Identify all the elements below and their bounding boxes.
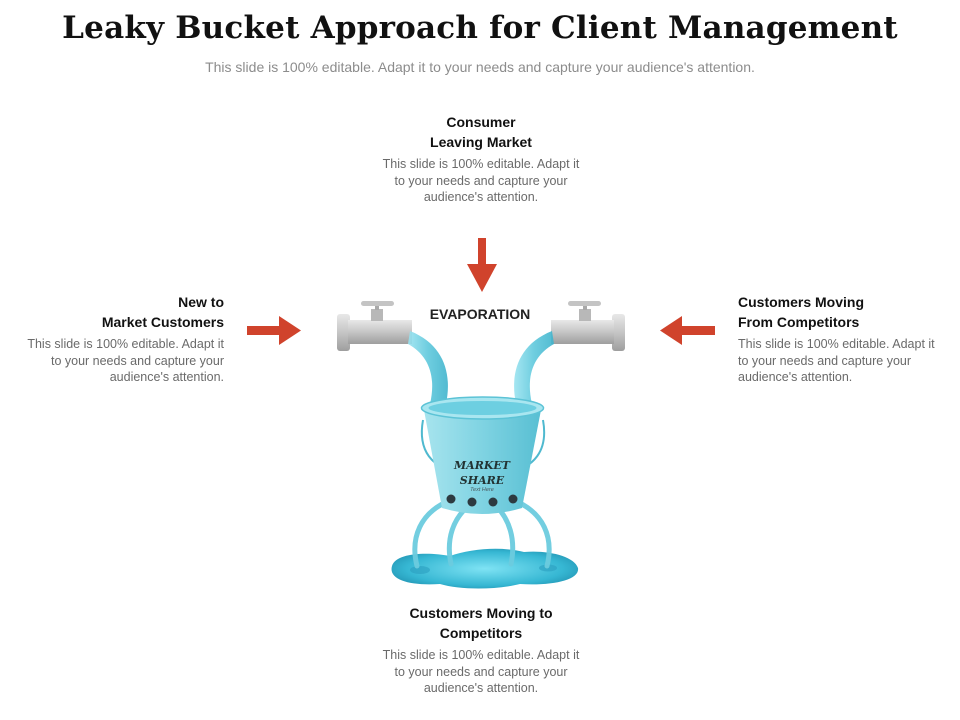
heading-line: Customers Moving (738, 294, 865, 310)
page-subtitle: This slide is 100% editable. Adapt it to… (205, 59, 755, 75)
block-body: This slide is 100% editable. Adapt it to… (738, 337, 935, 384)
heading-line: From Competitors (738, 314, 860, 330)
arrow-left-icon (660, 316, 715, 345)
bucket-label-line2: SHARE (459, 474, 505, 487)
heading-line: New to (178, 294, 224, 310)
heading-line: Leaving Market (430, 134, 532, 150)
block-heading: New to Market Customers (24, 292, 224, 332)
heading-line: Market Customers (101, 314, 224, 330)
moving-to-competitors-block: Customers Moving to Competitors This sli… (381, 603, 581, 697)
heading-line: Consumer (446, 114, 516, 130)
bucket-sub-label: Text Here (470, 487, 494, 493)
block-body: This slide is 100% editable. Adapt it to… (382, 157, 580, 204)
arrow-down-icon (467, 238, 497, 292)
water-stream (408, 331, 448, 404)
tap-icon (337, 301, 412, 351)
water-stream (514, 331, 554, 404)
heading-line: Customers Moving to (409, 605, 553, 621)
bucket-icon (420, 396, 546, 514)
block-body: This slide is 100% editable. Adapt it to… (27, 337, 224, 384)
heading-line: Competitors (439, 625, 523, 641)
bucket-label: MARKET SHARE (432, 458, 532, 488)
evaporation-label: EVAPORATION (429, 306, 531, 322)
block-heading: Consumer Leaving Market (381, 112, 581, 152)
consumer-leaving-market-block: Consumer Leaving Market This slide is 10… (381, 112, 581, 206)
block-heading: Customers Moving to Competitors (381, 603, 581, 643)
moving-from-competitors-block: Customers Moving From Competitors This s… (738, 292, 938, 386)
bucket-label-line1: MARKET (454, 459, 510, 472)
new-to-market-block: New to Market Customers This slide is 10… (24, 292, 224, 386)
arrow-right-icon (247, 316, 301, 345)
block-heading: Customers Moving From Competitors (738, 292, 938, 332)
page-title: Leaky Bucket Approach for Client Managem… (62, 10, 898, 46)
block-body: This slide is 100% editable. Adapt it to… (382, 648, 580, 695)
tap-icon (551, 301, 625, 351)
